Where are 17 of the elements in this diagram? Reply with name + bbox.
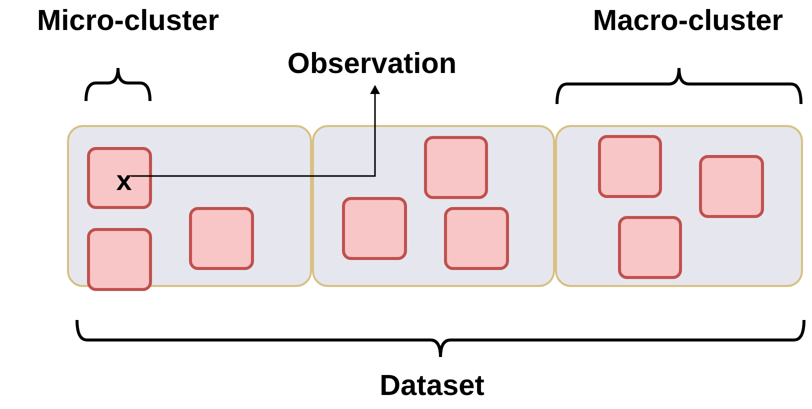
micro-cluster-square	[699, 155, 764, 218]
micro-cluster-square	[87, 228, 152, 291]
group-label: Dataset	[378, 369, 486, 404]
micro-cluster-square	[189, 207, 254, 270]
macro-cluster-panel	[312, 125, 555, 287]
micro-cluster-square	[444, 207, 509, 270]
annotation-label: Observation	[262, 46, 482, 84]
leader-arrow	[131, 85, 380, 177]
micro-cluster-square	[87, 147, 152, 209]
micro-cluster-square	[618, 216, 682, 279]
micro-cluster-square	[342, 197, 407, 260]
group-label: Micro-cluster	[36, 4, 220, 40]
macro-cluster-panel	[555, 125, 803, 287]
micro-cluster-square	[598, 135, 662, 198]
group-label: Macro-cluster	[592, 4, 784, 40]
micro-cluster-square	[424, 136, 488, 199]
observation-mark: x	[112, 167, 136, 195]
